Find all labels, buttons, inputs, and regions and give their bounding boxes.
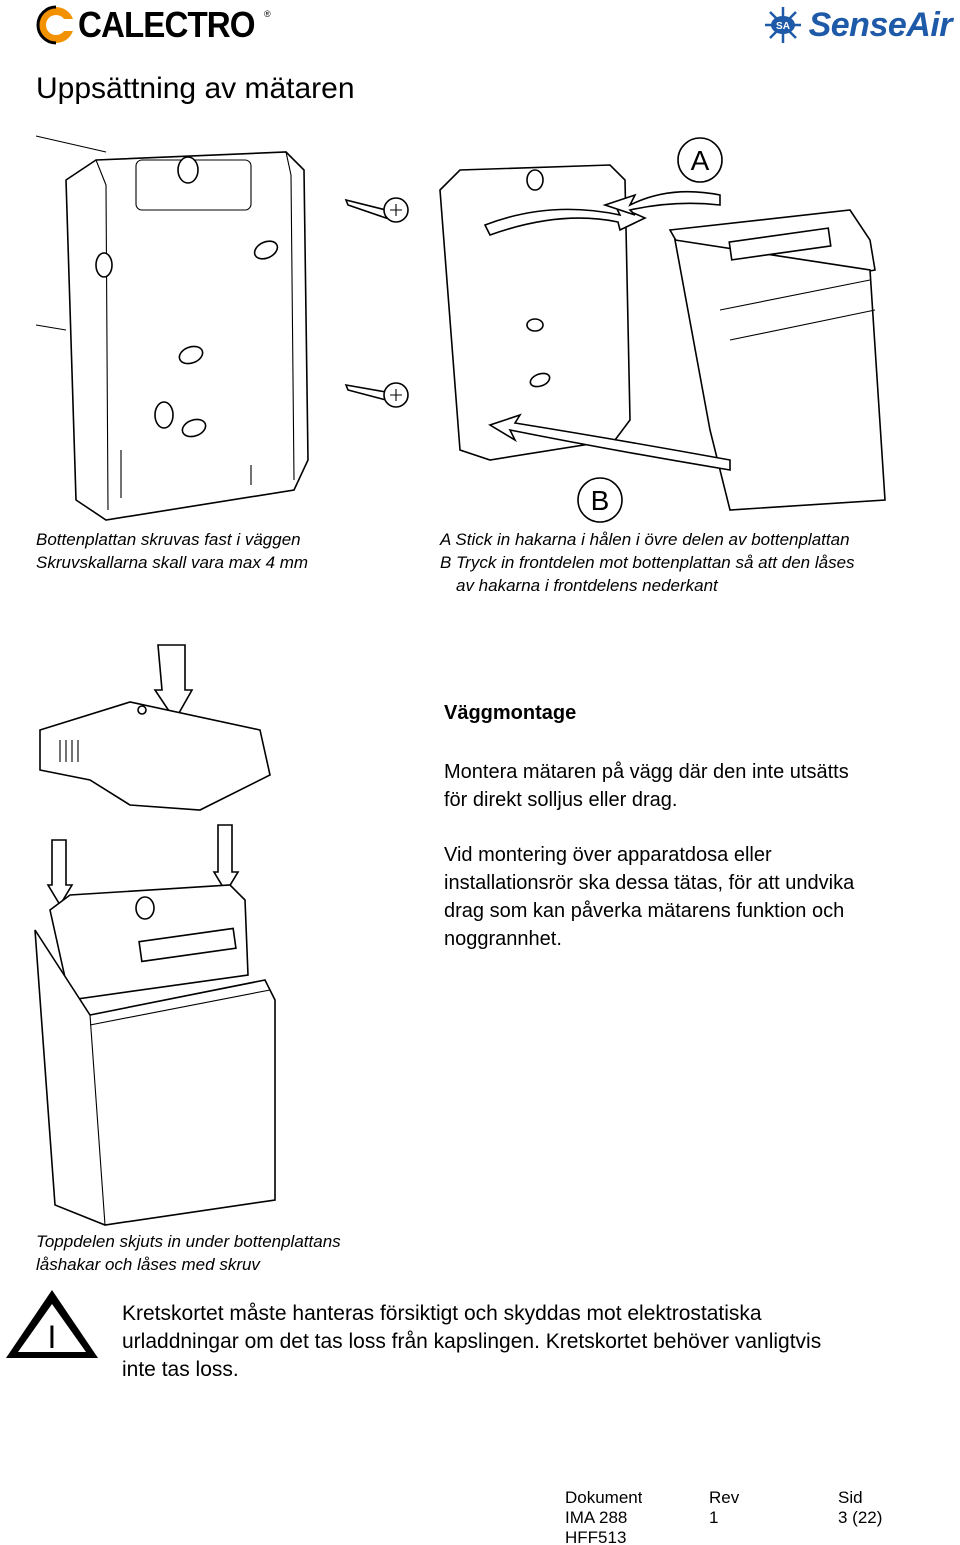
terminal-block-icon [138,927,237,963]
calectro-logo-text: CALECTRO [78,4,256,45]
front-mount-illustration: A B [439,137,886,523]
base-plate-illustration [35,135,409,521]
warning-text: Kretskortet måste hanteras försiktigt oc… [122,1302,822,1381]
wall-mount-heading: Väggmontage [444,702,577,724]
terminal-block-icon [728,227,832,261]
calectro-c-mark-icon [36,5,76,45]
senseair-sun-icon: SA [764,7,801,43]
label-b: B [591,485,610,516]
svg-text:SA: SA [776,21,790,32]
wall-mount-paragraph-2: Vid montering över apparatdosa eller ins… [444,844,855,950]
top-part-illustration [34,644,276,1226]
footer-document: Dokument IMA 288 HFF513 [565,1488,643,1545]
senseair-logo: SA SenseAir [761,2,953,48]
warning-triangle-icon: I [6,1290,98,1358]
screw-icon [344,382,409,408]
screw-icon [344,197,409,223]
senseair-logo-text: SenseAir [808,5,953,44]
caption-base-plate: Bottenplattan skruvas fast i väggen Skru… [36,530,309,572]
label-a: A [691,145,710,176]
page-title: Uppsättning av mätaren [36,72,355,105]
registered-mark: ® [264,9,271,19]
svg-text:I: I [48,1319,57,1355]
calectro-logo: CALECTRO ® [36,2,271,48]
caption-front-mount: A Stick in hakarna i hålen i övre delen … [440,530,855,595]
footer-page: Sid 3 (22) [838,1488,883,1527]
wall-mount-paragraph-1: Montera mätaren på vägg där den inte uts… [444,761,849,811]
caption-top-part: Toppdelen skjuts in under bottenplattans… [36,1232,341,1274]
footer-revision: Rev 1 [709,1488,740,1527]
